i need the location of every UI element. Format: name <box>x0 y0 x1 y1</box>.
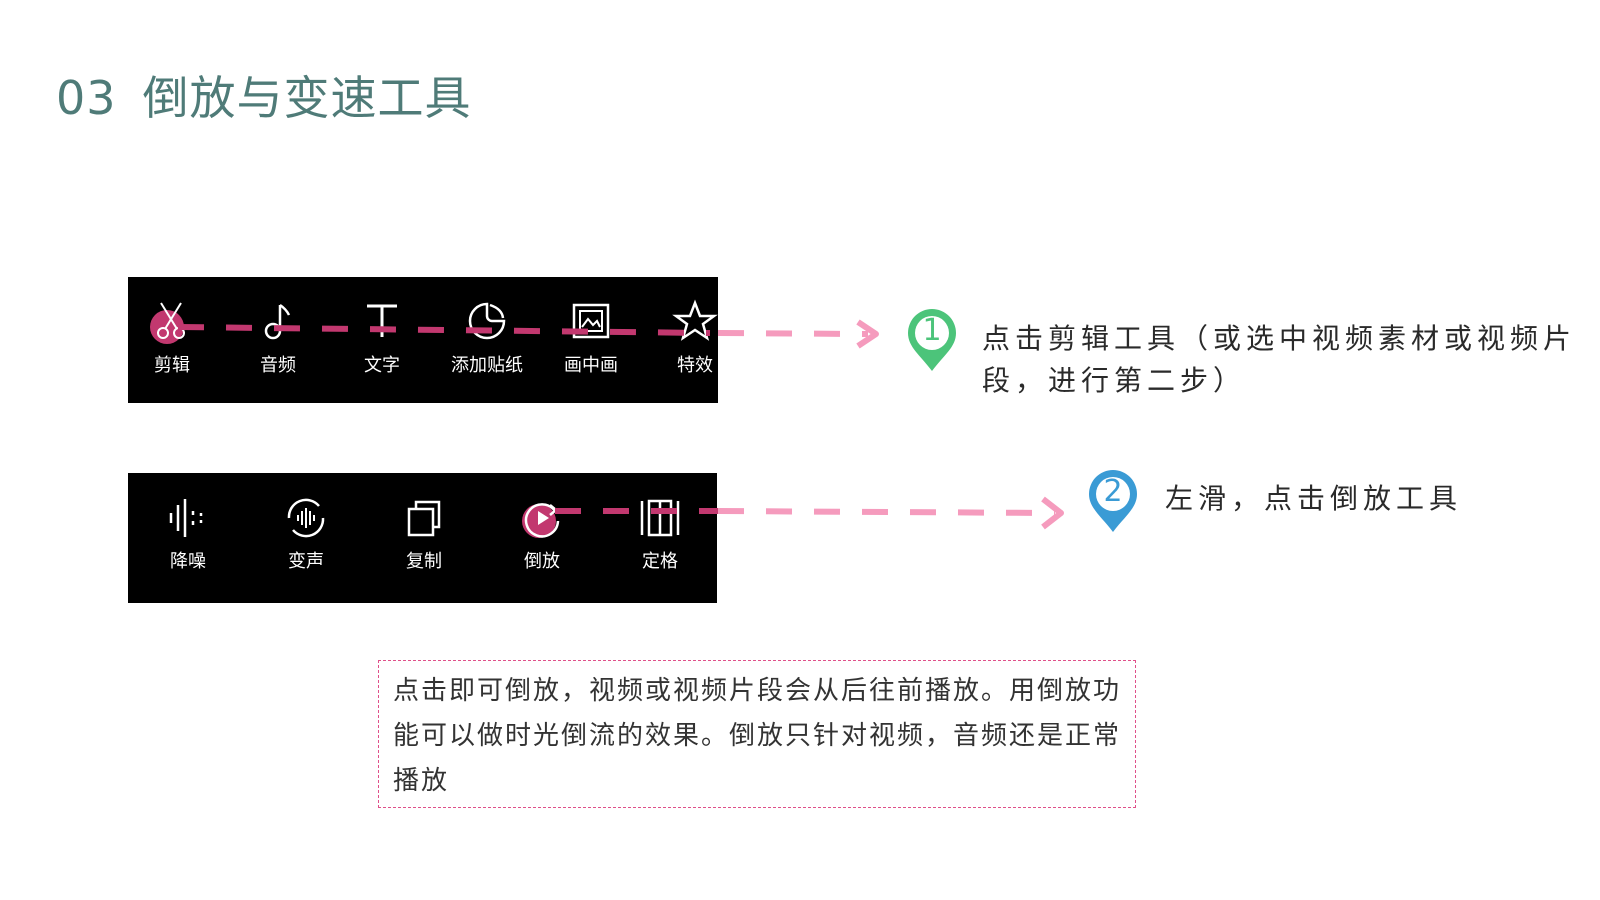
toolbar-item-effects[interactable]: 特效 <box>645 297 718 377</box>
note-text: 点击即可倒放，视频或视频片段会从后往前播放。用倒放功能可以做时光倒流的效果。倒放… <box>393 676 1122 796</box>
toolbar-item-cut[interactable]: 剪辑 <box>128 297 222 377</box>
step-number: 2 <box>1103 474 1123 509</box>
toolbar-item-label: 倒放 <box>524 551 560 572</box>
location-pin-icon <box>908 309 956 371</box>
step-number: 1 <box>922 313 942 348</box>
toolbar-item-copy[interactable]: 复制 <box>374 493 474 573</box>
step-marker-2: 2 <box>1085 468 1141 534</box>
noise-reduction-icon <box>169 499 203 537</box>
toolbar-item-label: 剪辑 <box>154 355 190 376</box>
toolbar-item-label: 复制 <box>406 551 442 572</box>
audio-toolbar: 降噪 变声 复制 倒放 <box>128 473 717 603</box>
edit-toolbar: 剪辑 音频 文字 添加贴纸 画中画 特效 <box>128 277 718 403</box>
voice-change-icon <box>287 498 325 538</box>
toolbar-item-sticker[interactable]: 添加贴纸 <box>437 297 537 377</box>
sticker-icon <box>468 302 506 340</box>
arrow-head-1 <box>856 319 879 349</box>
location-pin-icon <box>1089 470 1137 532</box>
toolbar-item-label: 画中画 <box>564 355 618 376</box>
freeze-frame-icon <box>640 499 680 537</box>
section-title: 倒放与变速工具 <box>142 71 472 125</box>
toolbar-item-label: 降噪 <box>170 551 206 572</box>
toolbar-item-reverse[interactable]: 倒放 <box>492 493 592 573</box>
step-marker-1: 1 <box>904 307 960 373</box>
toolbar-item-label: 添加贴纸 <box>451 355 523 376</box>
page-title: 03 倒放与变速工具 <box>56 62 472 128</box>
star-icon <box>672 299 718 341</box>
toolbar-item-label: 定格 <box>642 551 678 572</box>
toolbar-item-pip[interactable]: 画中画 <box>541 297 641 377</box>
arrow-head-2 <box>1041 496 1064 530</box>
scissors-icon <box>150 302 185 344</box>
toolbar-item-label: 文字 <box>364 355 400 376</box>
copy-icon <box>407 500 441 537</box>
step-2-text: 左滑，点击倒放工具 <box>1165 482 1463 515</box>
toolbar-item-voice-change[interactable]: 变声 <box>256 493 356 573</box>
toolbar-item-label: 特效 <box>677 355 713 376</box>
note-box: 点击即可倒放，视频或视频片段会从后往前播放。用倒放功能可以做时光倒流的效果。倒放… <box>378 660 1136 808</box>
toolbar-item-label: 音频 <box>260 355 296 376</box>
toolbar-item-text[interactable]: 文字 <box>332 297 432 377</box>
dashed-connector-1 <box>717 330 869 337</box>
text-icon <box>367 304 397 337</box>
picture-in-picture-icon <box>572 303 610 339</box>
reverse-play-icon <box>522 503 560 538</box>
dashed-connector-2 <box>717 508 1056 516</box>
toolbar-item-denoise[interactable]: 降噪 <box>138 493 238 573</box>
toolbar-item-freeze[interactable]: 定格 <box>610 493 710 573</box>
music-note-icon <box>264 303 291 340</box>
step-1-text: 点击剪辑工具（或选中视频素材或视频片段，进行第二步） <box>982 322 1577 397</box>
toolbar-item-label: 变声 <box>288 551 324 572</box>
section-number: 03 <box>56 71 117 125</box>
toolbar-item-audio[interactable]: 音频 <box>228 297 328 377</box>
